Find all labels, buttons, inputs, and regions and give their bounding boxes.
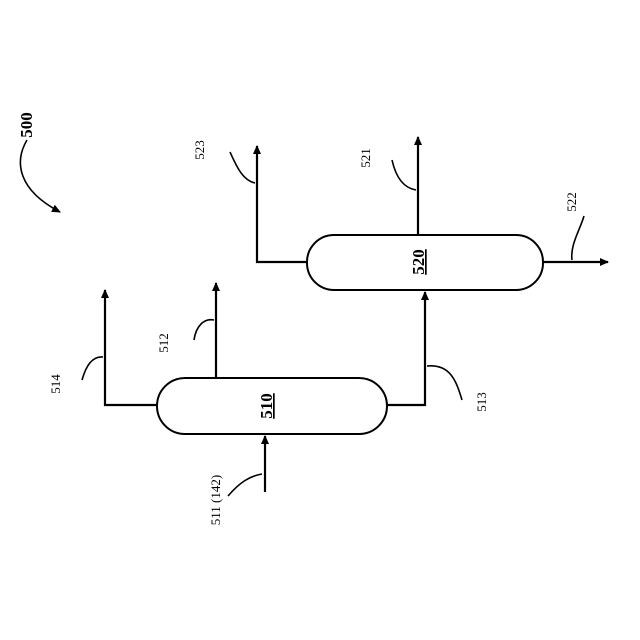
stream-514-line xyxy=(105,290,157,405)
vessel-520-label: 520 xyxy=(409,249,428,275)
stream-514-label: 514 xyxy=(48,374,63,394)
figure-number-label: 500 xyxy=(17,112,36,138)
stream-512-label: 512 xyxy=(156,333,171,353)
stream-511-label: 511 (142) xyxy=(208,475,223,525)
stream-513-leader xyxy=(427,366,462,400)
stream-512-leader xyxy=(194,320,214,340)
figure-pointer-arrow xyxy=(20,140,60,212)
stream-523-line xyxy=(257,146,307,262)
stream-513-line xyxy=(387,292,425,405)
stream-521-label: 521 xyxy=(358,148,373,168)
stream-513-label: 513 xyxy=(474,392,489,412)
stream-521-leader xyxy=(392,160,416,190)
stream-522-leader xyxy=(572,216,584,260)
vessel-510-label: 510 xyxy=(257,393,276,419)
stream-523-label: 523 xyxy=(192,140,207,160)
stream-511-leader xyxy=(228,474,262,496)
stream-522-label: 522 xyxy=(564,192,579,212)
stream-514-leader xyxy=(82,357,103,380)
stream-523-leader xyxy=(230,152,255,183)
